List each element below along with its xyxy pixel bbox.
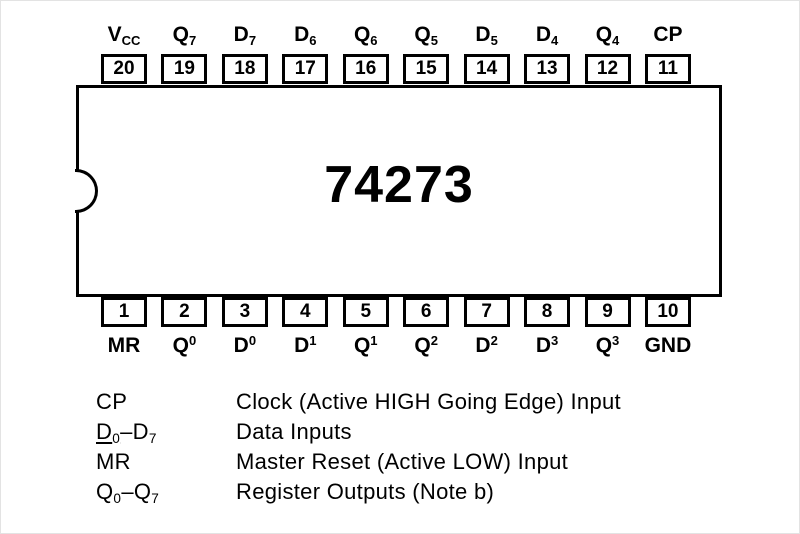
pin-17-box: 17: [282, 54, 329, 84]
legend-term: D0–D7: [96, 418, 157, 446]
pin-9-box: 9: [584, 297, 631, 327]
pin-8-box: 8: [524, 297, 571, 327]
legend-row-cp: CP Clock (Active HIGH Going Edge) Input: [96, 387, 756, 417]
pin-3-box: 3: [221, 297, 268, 327]
legend-row-mr: MR Master Reset (Active LOW) Input: [96, 447, 756, 477]
legend-row-data-inputs: D0–D7 Data Inputs: [96, 417, 756, 447]
chip-part-number: 74273: [324, 156, 474, 214]
pin-11: CP 11: [644, 17, 692, 84]
pin-15-box: 15: [403, 54, 450, 84]
legend-row-outputs: Q0–Q7 Register Outputs (Note b): [96, 477, 756, 507]
pin-4-box: 4: [282, 297, 329, 327]
pin-1-box: 1: [101, 297, 147, 327]
pin-12-box: 12: [584, 54, 631, 84]
pin-16-box: 16: [342, 54, 389, 84]
pin-1-label: MR: [107, 334, 141, 357]
pin-20-box: 20: [101, 54, 147, 84]
pin-11-box: 11: [644, 54, 691, 84]
legend-term: Q0–Q7: [96, 478, 160, 506]
legend-term: MR: [96, 448, 131, 474]
pin-10-label: GND: [644, 334, 692, 357]
pin-5-box: 5: [342, 297, 389, 327]
legend-description: Data Inputs: [236, 419, 352, 444]
pin-14-box: 14: [463, 54, 510, 84]
legend-description: Register Outputs (Note b): [236, 479, 495, 504]
pin-1: 1 MR: [100, 297, 148, 364]
pin-10-box: 10: [644, 297, 691, 327]
legend-term: CP: [96, 388, 128, 414]
pin-11-label: CP: [653, 23, 683, 46]
pin-2-box: 2: [161, 297, 208, 327]
pin-18-box: 18: [221, 54, 268, 84]
ic-body: [76, 85, 722, 297]
pin-10: 10 GND: [644, 297, 692, 364]
legend-description: Clock (Active HIGH Going Edge) Input: [236, 389, 621, 414]
pin-13-box: 13: [524, 54, 571, 84]
signal-legend: CP Clock (Active HIGH Going Edge) Input …: [96, 387, 756, 507]
pin-7-box: 7: [463, 297, 510, 327]
pin-19-box: 19: [161, 54, 208, 84]
pin-6-box: 6: [403, 297, 450, 327]
legend-description: Master Reset (Active LOW) Input: [236, 449, 569, 474]
